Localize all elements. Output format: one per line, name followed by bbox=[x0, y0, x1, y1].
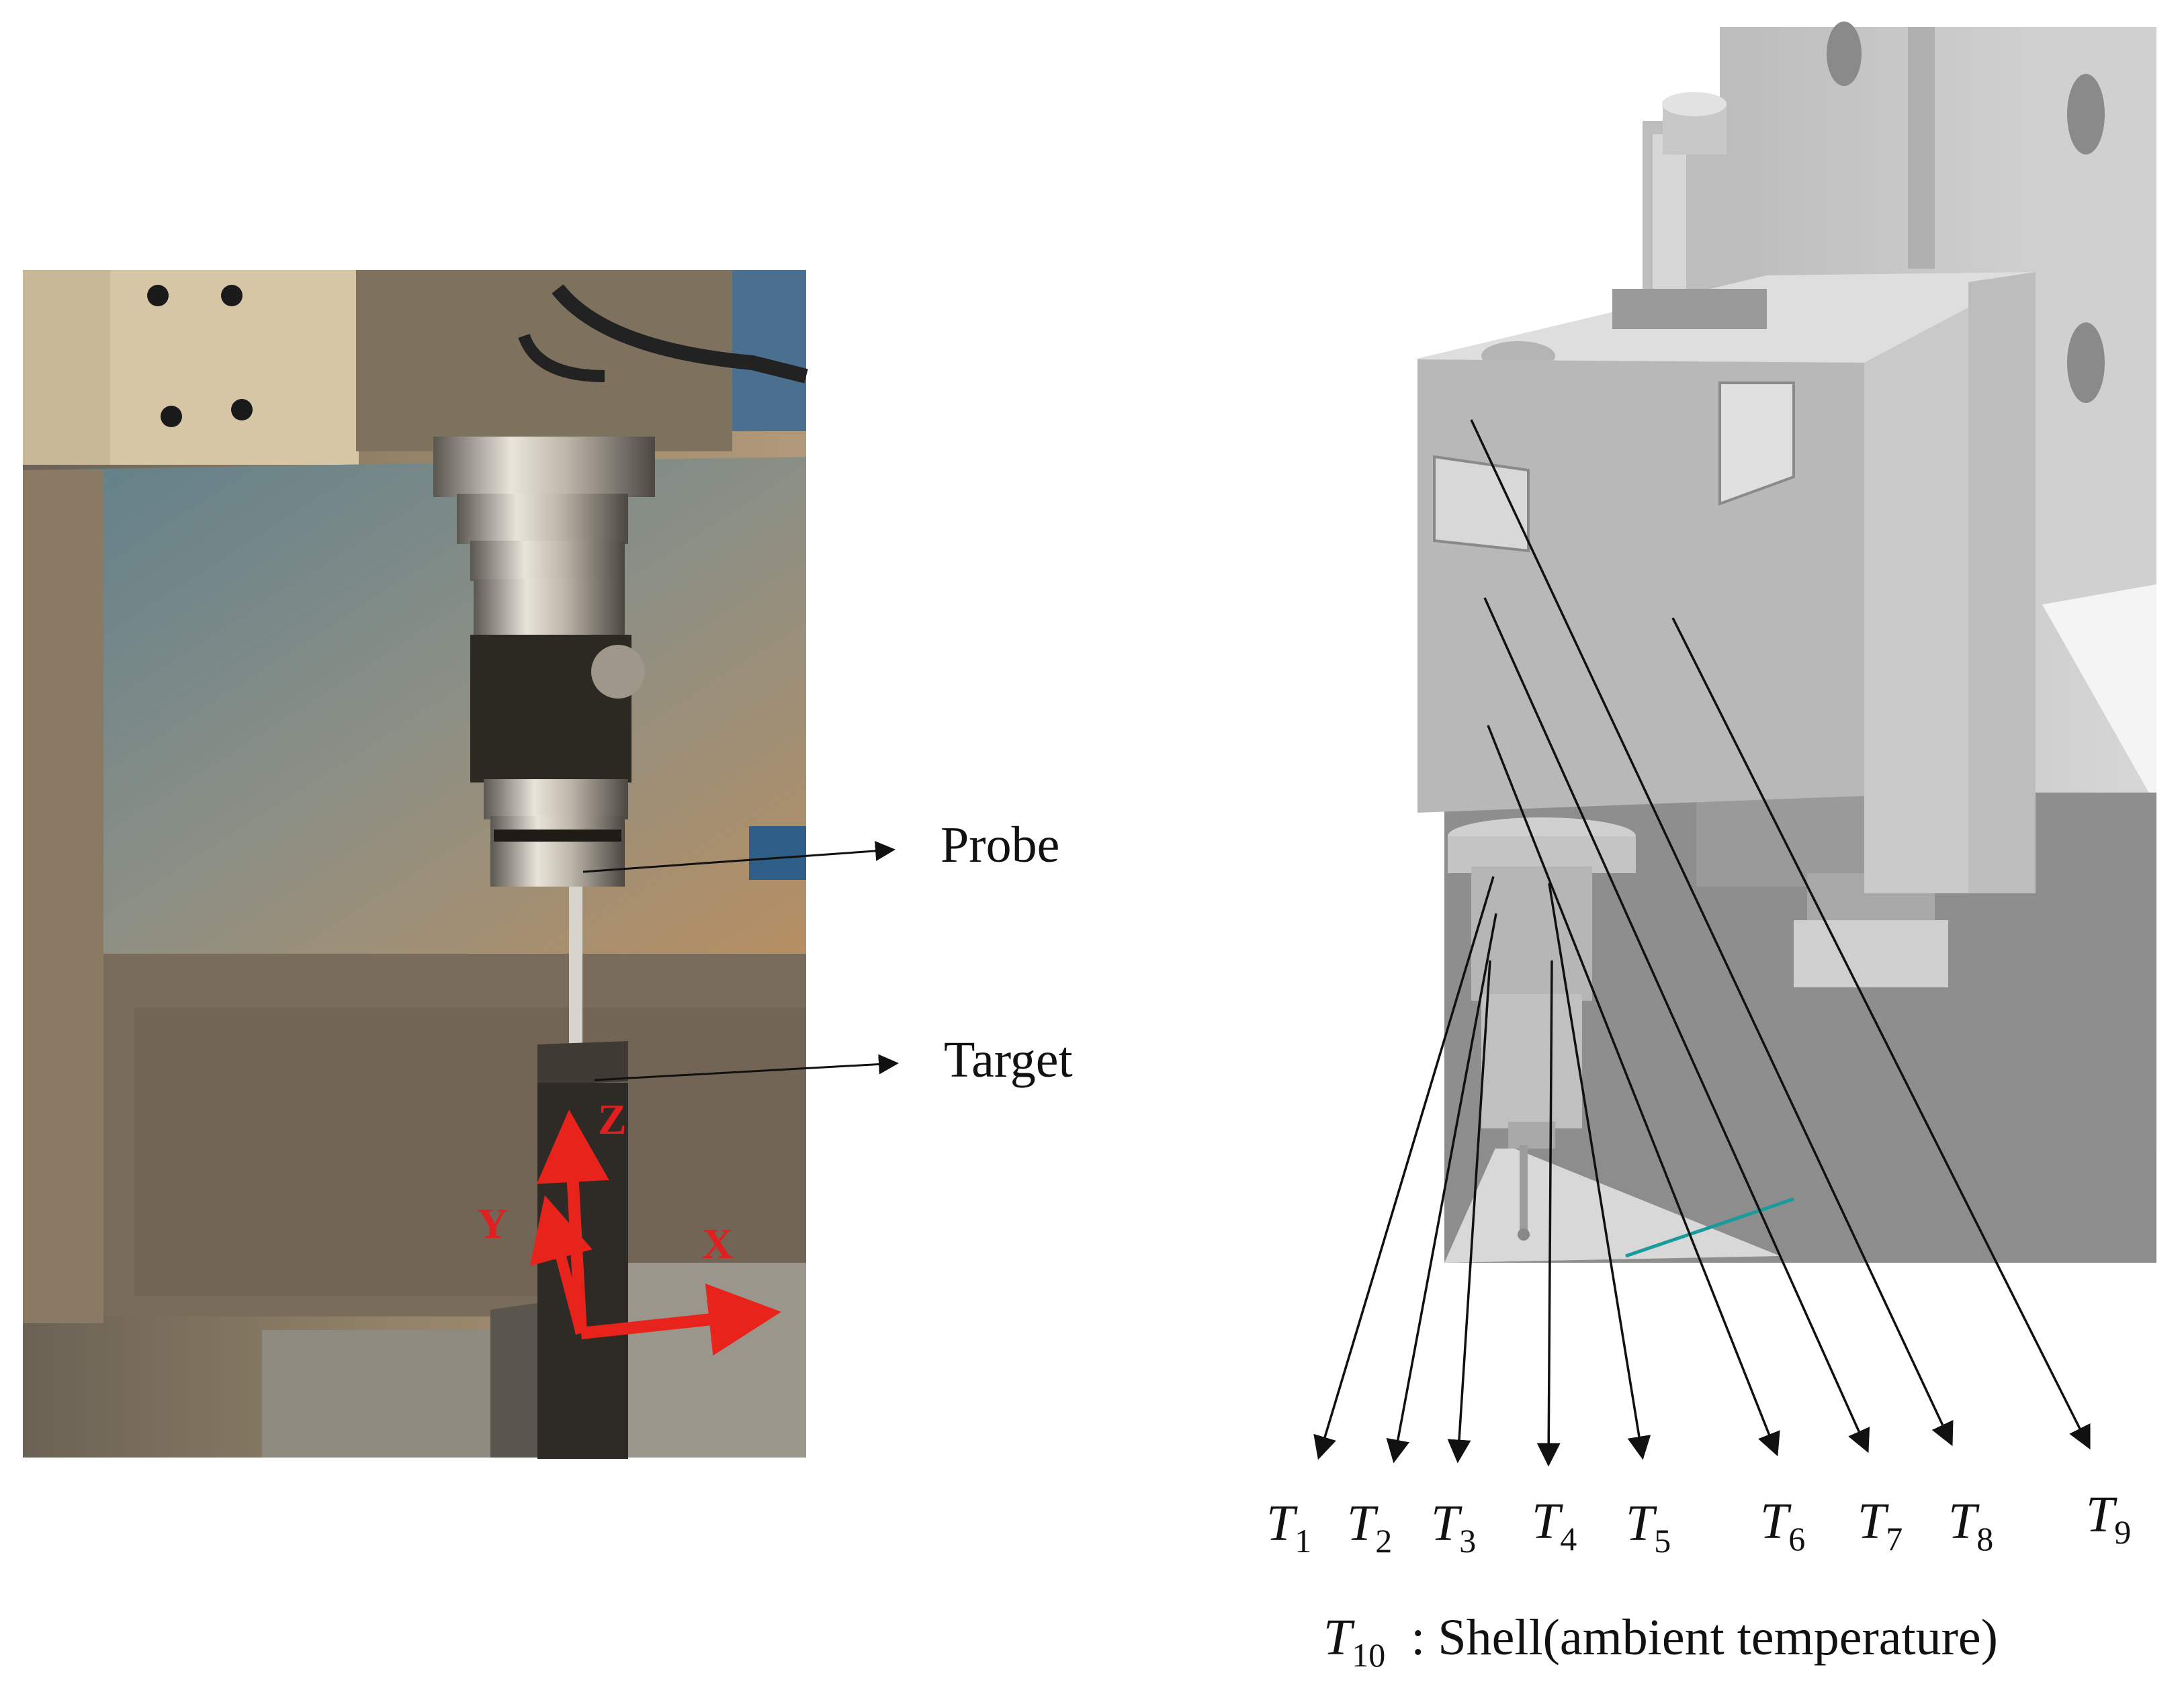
leader-t4 bbox=[1536, 960, 1561, 1467]
probe-label: Probe bbox=[941, 817, 1060, 873]
axis-label-y: Y bbox=[477, 1200, 509, 1247]
leader-t5 bbox=[1548, 883, 1651, 1460]
sensor-label-t6: T6 bbox=[1760, 1493, 1806, 1558]
probe-photo bbox=[23, 270, 808, 1459]
sensor-label-t2: T2 bbox=[1347, 1495, 1393, 1560]
sensor-leaders bbox=[1313, 419, 2091, 1467]
sensor-label-t5: T5 bbox=[1626, 1495, 1671, 1560]
leader-t3 bbox=[1447, 960, 1491, 1464]
sensor-label-t7: T7 bbox=[1858, 1493, 1903, 1558]
leader-t9 bbox=[1671, 617, 2091, 1450]
sensor-label-t9: T9 bbox=[2086, 1486, 2132, 1551]
sensor-label-t4: T4 bbox=[1532, 1493, 1577, 1558]
probe-leader bbox=[582, 840, 896, 873]
leader-t8 bbox=[1470, 419, 1954, 1447]
leader-t6 bbox=[1487, 725, 1780, 1457]
axis-label-z: Z bbox=[598, 1095, 627, 1143]
axis-label-x: X bbox=[702, 1220, 734, 1267]
leader-t2 bbox=[1386, 913, 1497, 1464]
target-leader bbox=[594, 1054, 899, 1081]
leader-t7 bbox=[1483, 597, 1870, 1453]
cad-model bbox=[1414, 21, 2156, 1263]
sensor-label-t8: T8 bbox=[1948, 1493, 1994, 1558]
sensor-label-t3: T3 bbox=[1431, 1495, 1477, 1560]
shell-note: T10 : Shell(ambient temperature) bbox=[1323, 1609, 1998, 1674]
target-label: Target bbox=[944, 1032, 1073, 1088]
leader-t1 bbox=[1313, 876, 1495, 1460]
axis-arrows bbox=[529, 1110, 781, 1356]
sensor-label-t1: T1 bbox=[1266, 1495, 1312, 1560]
